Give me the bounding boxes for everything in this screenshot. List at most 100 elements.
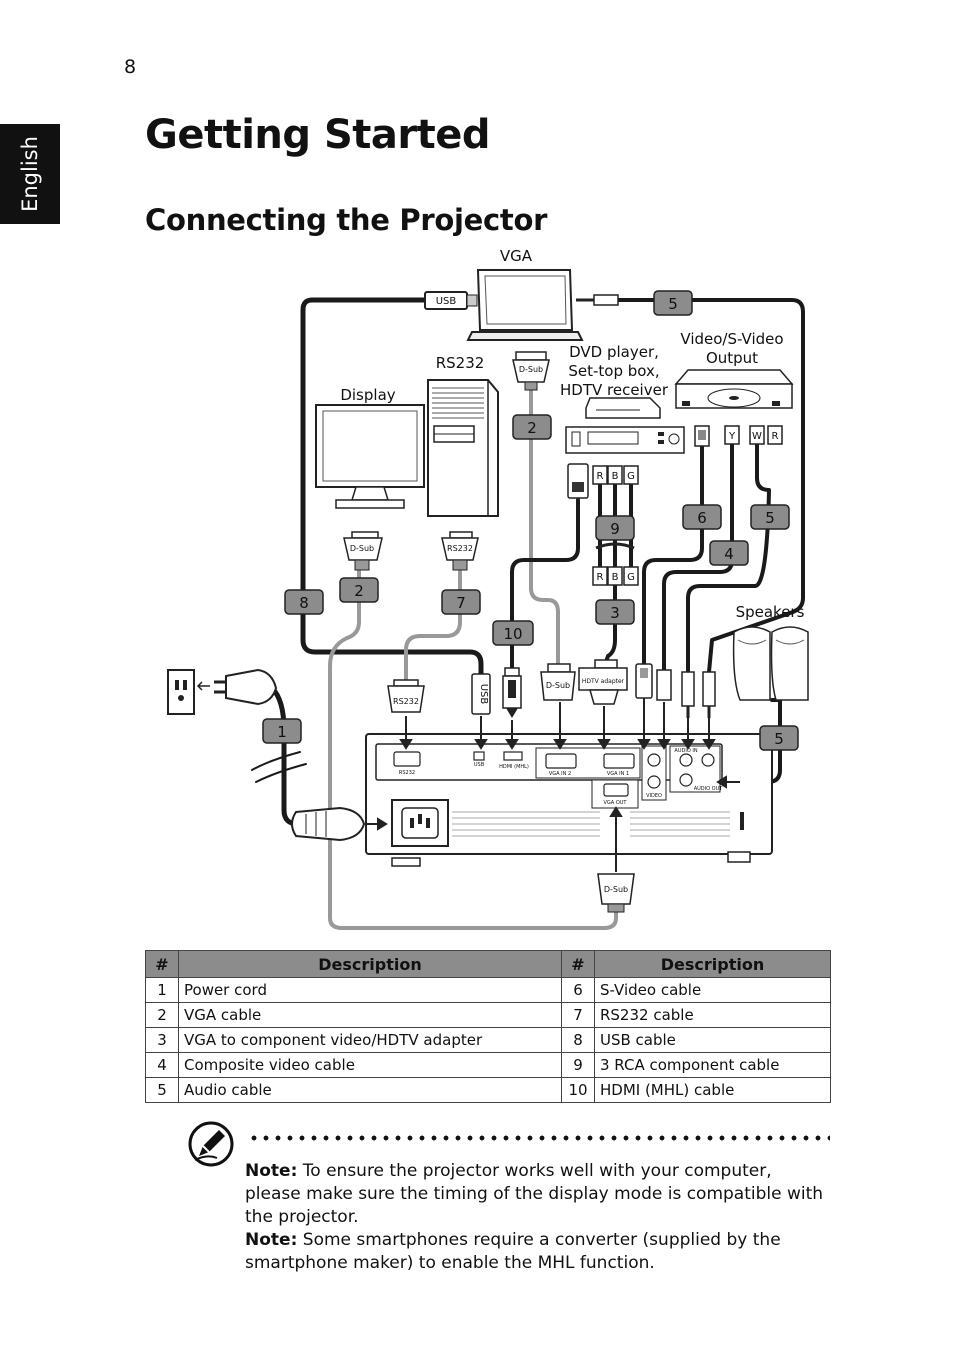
hdmi-cable-10 bbox=[510, 498, 580, 670]
svideo-connector-projector-icon bbox=[635, 663, 653, 699]
av-letter-r: R bbox=[772, 431, 779, 442]
port-label-vga-in1: VGA IN 1 bbox=[607, 771, 629, 777]
video-output-plugs-icon: Y W R bbox=[694, 425, 783, 447]
laptop-icon: VGA bbox=[466, 247, 584, 341]
port-label-usb: USB bbox=[474, 762, 485, 768]
item-description: RS232 cable bbox=[593, 1002, 832, 1028]
usb-label-projector: USB bbox=[478, 684, 489, 705]
power-cord-1 bbox=[269, 685, 338, 827]
svg-text:5: 5 bbox=[765, 509, 775, 527]
note-text: To ensure the projector works well with … bbox=[245, 1161, 824, 1227]
item-number: 4 bbox=[145, 1052, 179, 1078]
rs232-label-pc: RS232 bbox=[447, 544, 473, 553]
item-description: Power cord bbox=[178, 977, 562, 1003]
language-tab: English bbox=[0, 124, 60, 224]
usb-plug-icon: USB bbox=[424, 291, 478, 310]
port-label-hdmi: HDMI (MHL) bbox=[499, 764, 529, 770]
dsub-connector-vga-out-icon: D-Sub bbox=[597, 873, 635, 913]
svg-text:10: 10 bbox=[503, 625, 522, 643]
svg-text:6: 6 bbox=[697, 509, 707, 527]
dvd-label-line2: Set-top box, bbox=[568, 362, 659, 380]
note-divider bbox=[248, 1135, 830, 1141]
table-header-row: # Description # Description bbox=[145, 950, 832, 978]
rs232-cable-7 bbox=[404, 570, 462, 682]
av-letter-y: Y bbox=[728, 431, 736, 442]
table-row: 5 Audio cable 10 HDMI (MHL) cable bbox=[145, 1077, 832, 1103]
dsub-connector-projector-icon: D-Sub bbox=[540, 663, 576, 701]
section-title: Connecting the Projector bbox=[145, 203, 548, 237]
rs232-source-label: RS232 bbox=[436, 354, 485, 372]
dsub-connector-display-icon: D-Sub bbox=[343, 531, 383, 571]
item-number: 6 bbox=[560, 977, 595, 1003]
composite-connector-projector-icon bbox=[656, 669, 672, 701]
rs232-label-projector: RS232 bbox=[393, 697, 419, 706]
badge: 10 bbox=[492, 620, 534, 646]
vga-cable-2-display bbox=[328, 568, 618, 930]
badges: 5 2 9 6 5 4 8 2 7 3 10 1 5 bbox=[262, 290, 799, 751]
svg-text:2: 2 bbox=[354, 582, 364, 600]
video-output-label-line2: Output bbox=[706, 349, 758, 367]
pc-tower-icon: RS232 bbox=[427, 354, 499, 517]
page-title: Getting Started bbox=[145, 112, 490, 158]
item-number: 7 bbox=[560, 1002, 595, 1028]
vga-cable-2-laptop bbox=[529, 388, 560, 667]
usb-cable-8 bbox=[300, 297, 484, 678]
svg-text:5: 5 bbox=[774, 730, 784, 748]
table-row: 4 Composite video cable 9 3 RCA componen… bbox=[145, 1052, 832, 1078]
rs232-connector-projector-icon: RS232 bbox=[387, 679, 425, 713]
note-pen-icon bbox=[188, 1121, 234, 1167]
connection-diagram: VGA USB D-Sub RS232 Display bbox=[167, 247, 809, 930]
table-row: 1 Power cord 6 S-Video cable bbox=[145, 977, 832, 1003]
column-header-description: Description bbox=[593, 950, 832, 978]
item-number: 5 bbox=[145, 1077, 179, 1103]
audio-cable-5 bbox=[686, 443, 771, 674]
rca-bottom-letter-g: G bbox=[627, 572, 635, 583]
port-label-video: VIDEO bbox=[646, 793, 662, 799]
item-description: VGA to component video/HDTV adapter bbox=[178, 1027, 562, 1053]
badge: 3 bbox=[595, 599, 635, 625]
badge: 5 bbox=[750, 504, 790, 530]
rca-top-letter-r: R bbox=[597, 471, 604, 482]
svideo-cable-6 bbox=[642, 443, 704, 667]
badge: 8 bbox=[284, 589, 324, 615]
note-label: Note: bbox=[245, 1230, 298, 1250]
badge: 5 bbox=[653, 290, 693, 316]
item-number: 9 bbox=[560, 1052, 595, 1078]
column-header-number: # bbox=[560, 950, 595, 978]
svg-text:8: 8 bbox=[299, 594, 309, 612]
dvd-player-icon: DVD player, Set-top box, HDTV receiver bbox=[560, 343, 685, 454]
connection-table: # Description # Description 1 Power cord… bbox=[145, 950, 832, 1103]
dsub-label-display: D-Sub bbox=[350, 544, 374, 553]
table-row: 2 VGA cable 7 RS232 cable bbox=[145, 1002, 832, 1028]
projector-icon: RS232 USB HDMI (MHL) VGA IN 2 VGA IN 1 V… bbox=[365, 698, 773, 872]
svg-text:3: 3 bbox=[610, 604, 620, 622]
badge: 9 bbox=[595, 515, 635, 541]
dsub-label-laptop: D-Sub bbox=[519, 365, 543, 374]
column-header-number: # bbox=[145, 950, 179, 978]
dsub-connector-laptop-icon: D-Sub bbox=[512, 351, 550, 391]
rca-bottom-letter-r: R bbox=[597, 572, 604, 583]
item-description: Audio cable bbox=[178, 1077, 562, 1103]
svg-text:1: 1 bbox=[277, 723, 287, 741]
item-number: 2 bbox=[145, 1002, 179, 1028]
power-plug-icon bbox=[214, 668, 278, 706]
port-label-audio-out: AUDIO OUT bbox=[694, 786, 724, 792]
power-cord-break bbox=[251, 751, 307, 783]
rs232-connector-pc-icon: RS232 bbox=[441, 531, 479, 571]
port-label-vga-out: VGA OUT bbox=[604, 800, 628, 806]
note-label: Note: bbox=[245, 1161, 298, 1181]
port-label-audio-in: AUDIO IN bbox=[674, 748, 697, 754]
svg-text:2: 2 bbox=[527, 419, 537, 437]
usb-plug-label: USB bbox=[436, 296, 457, 307]
adapter-cable-3 bbox=[604, 583, 617, 664]
av-letter-w: W bbox=[752, 431, 762, 442]
port-label-rs232: RS232 bbox=[399, 770, 415, 776]
rca-top-letter-g: G bbox=[627, 471, 635, 482]
dvd-label-line1: DVD player, bbox=[569, 343, 659, 361]
hdmi-connector-projector-icon bbox=[502, 667, 522, 718]
table-row: 3 VGA to component video/HDTV adapter 8 … bbox=[145, 1027, 832, 1053]
rca-plugs-top-icon: R B G bbox=[567, 463, 639, 499]
display-label: Display bbox=[340, 386, 395, 404]
badge: 7 bbox=[441, 589, 481, 615]
badge: 5 bbox=[759, 725, 799, 751]
